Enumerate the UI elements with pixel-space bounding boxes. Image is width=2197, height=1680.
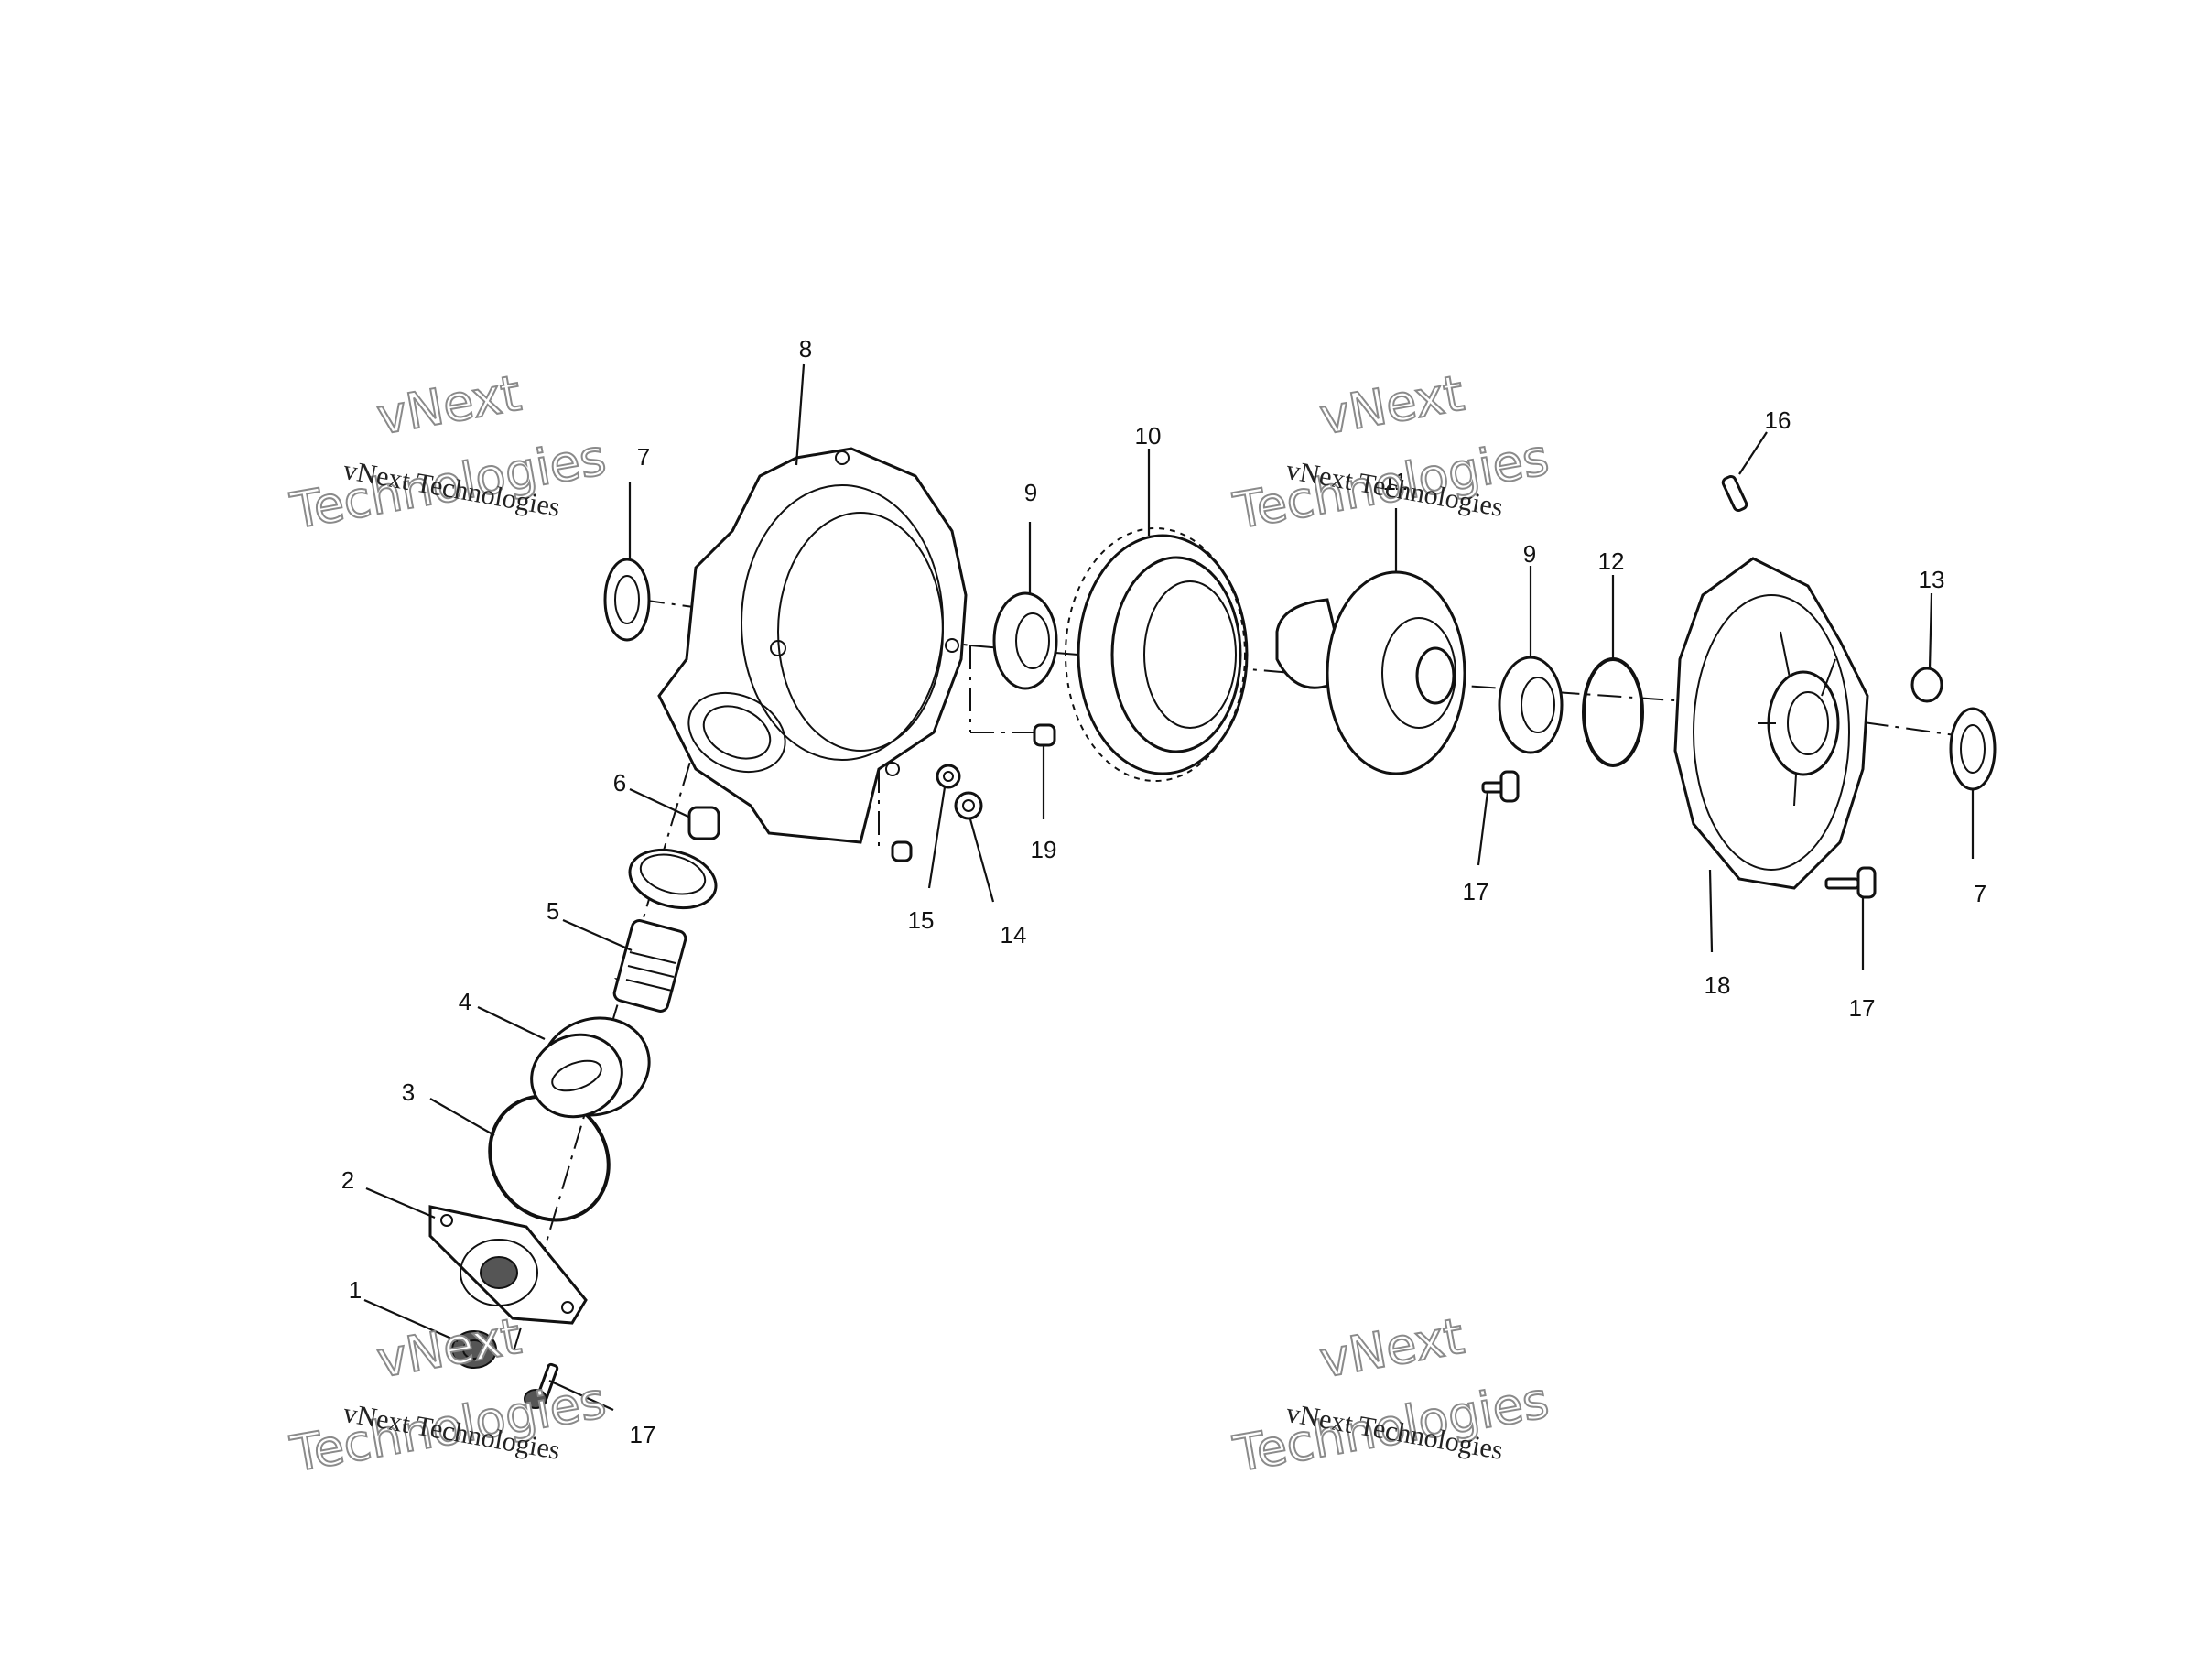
part-19-bolt: [1033, 723, 1056, 747]
callout-14: 14: [1001, 921, 1027, 948]
part-15-washer: [936, 764, 961, 789]
part-18-end-cover: [1673, 557, 1869, 890]
callout-3: 3: [402, 1078, 415, 1106]
part-17-bolt-bottom: [524, 1362, 559, 1409]
watermark-top-left: vNext Technologies vNext Technologies: [286, 363, 611, 541]
part-11-differential-hub: [1275, 570, 1466, 775]
part-6-bushing: [687, 806, 720, 840]
part-16-pin: [1721, 474, 1748, 513]
callout-9-left: 9: [1024, 479, 1037, 506]
svg-text:vNext: vNext: [1315, 364, 1467, 446]
part-7-seal-left: [603, 558, 651, 642]
part-14-nut: [954, 791, 983, 820]
svg-text:vNext: vNext: [373, 1307, 525, 1389]
part-9-bearing-right: [1498, 656, 1564, 754]
callout-19: 19: [1031, 836, 1057, 863]
part-10-ring-gear: [1065, 527, 1249, 782]
part-2-cover-plate: [428, 1205, 588, 1325]
callout-9-right: 9: [1523, 540, 1536, 568]
callout-17-bottom: 17: [630, 1421, 656, 1448]
svg-text:vNext: vNext: [373, 364, 525, 446]
callout-15: 15: [908, 906, 935, 934]
svg-text:vNext: vNext: [1315, 1307, 1467, 1389]
part-3-o-ring: [488, 1094, 611, 1222]
part-8-gear-case: [657, 447, 968, 844]
part-17-bolt-center: [1481, 770, 1520, 803]
callout-8: 8: [799, 335, 812, 363]
callout-2: 2: [341, 1166, 354, 1194]
callout-4: 4: [459, 988, 471, 1015]
callout-12: 12: [1598, 547, 1625, 575]
part-5-pinion-shaft: [612, 848, 718, 1013]
callout-7-right: 7: [1974, 880, 1986, 907]
part-4-bearing: [530, 1016, 651, 1119]
callout-labels: 1 2 3 4 5 6 7 8 9 10 11 9 12 16 13 7 14 …: [341, 335, 1986, 1448]
watermark-bottom-left: vNext Technologies vNext Technologies: [286, 1306, 611, 1484]
callout-1: 1: [349, 1276, 362, 1304]
part-17-bolt-right: [1824, 866, 1877, 899]
part-12-shim-ring: [1582, 657, 1644, 767]
part-1-nut: [451, 1330, 497, 1369]
callout-7-left: 7: [637, 443, 650, 471]
part-7-seal-right: [1949, 707, 1997, 791]
watermark-top-right: vNext Technologies vNext Technologies: [1228, 363, 1554, 541]
part-13-nut: [1910, 667, 1943, 703]
callout-5: 5: [547, 897, 559, 925]
callout-16: 16: [1765, 406, 1791, 434]
callout-17-center: 17: [1463, 878, 1489, 905]
callout-17-right: 17: [1849, 994, 1876, 1022]
leader-lines: [363, 363, 1975, 1412]
callout-11: 11: [1383, 468, 1408, 495]
callout-13: 13: [1919, 566, 1945, 593]
callout-10: 10: [1135, 422, 1162, 450]
part-casing-bolt: [891, 840, 913, 862]
watermark-bottom-right: vNext Technologies vNext Technologies: [1228, 1306, 1554, 1484]
callout-18: 18: [1705, 971, 1731, 999]
callout-6: 6: [613, 769, 626, 797]
part-9-bearing-left: [992, 591, 1058, 690]
